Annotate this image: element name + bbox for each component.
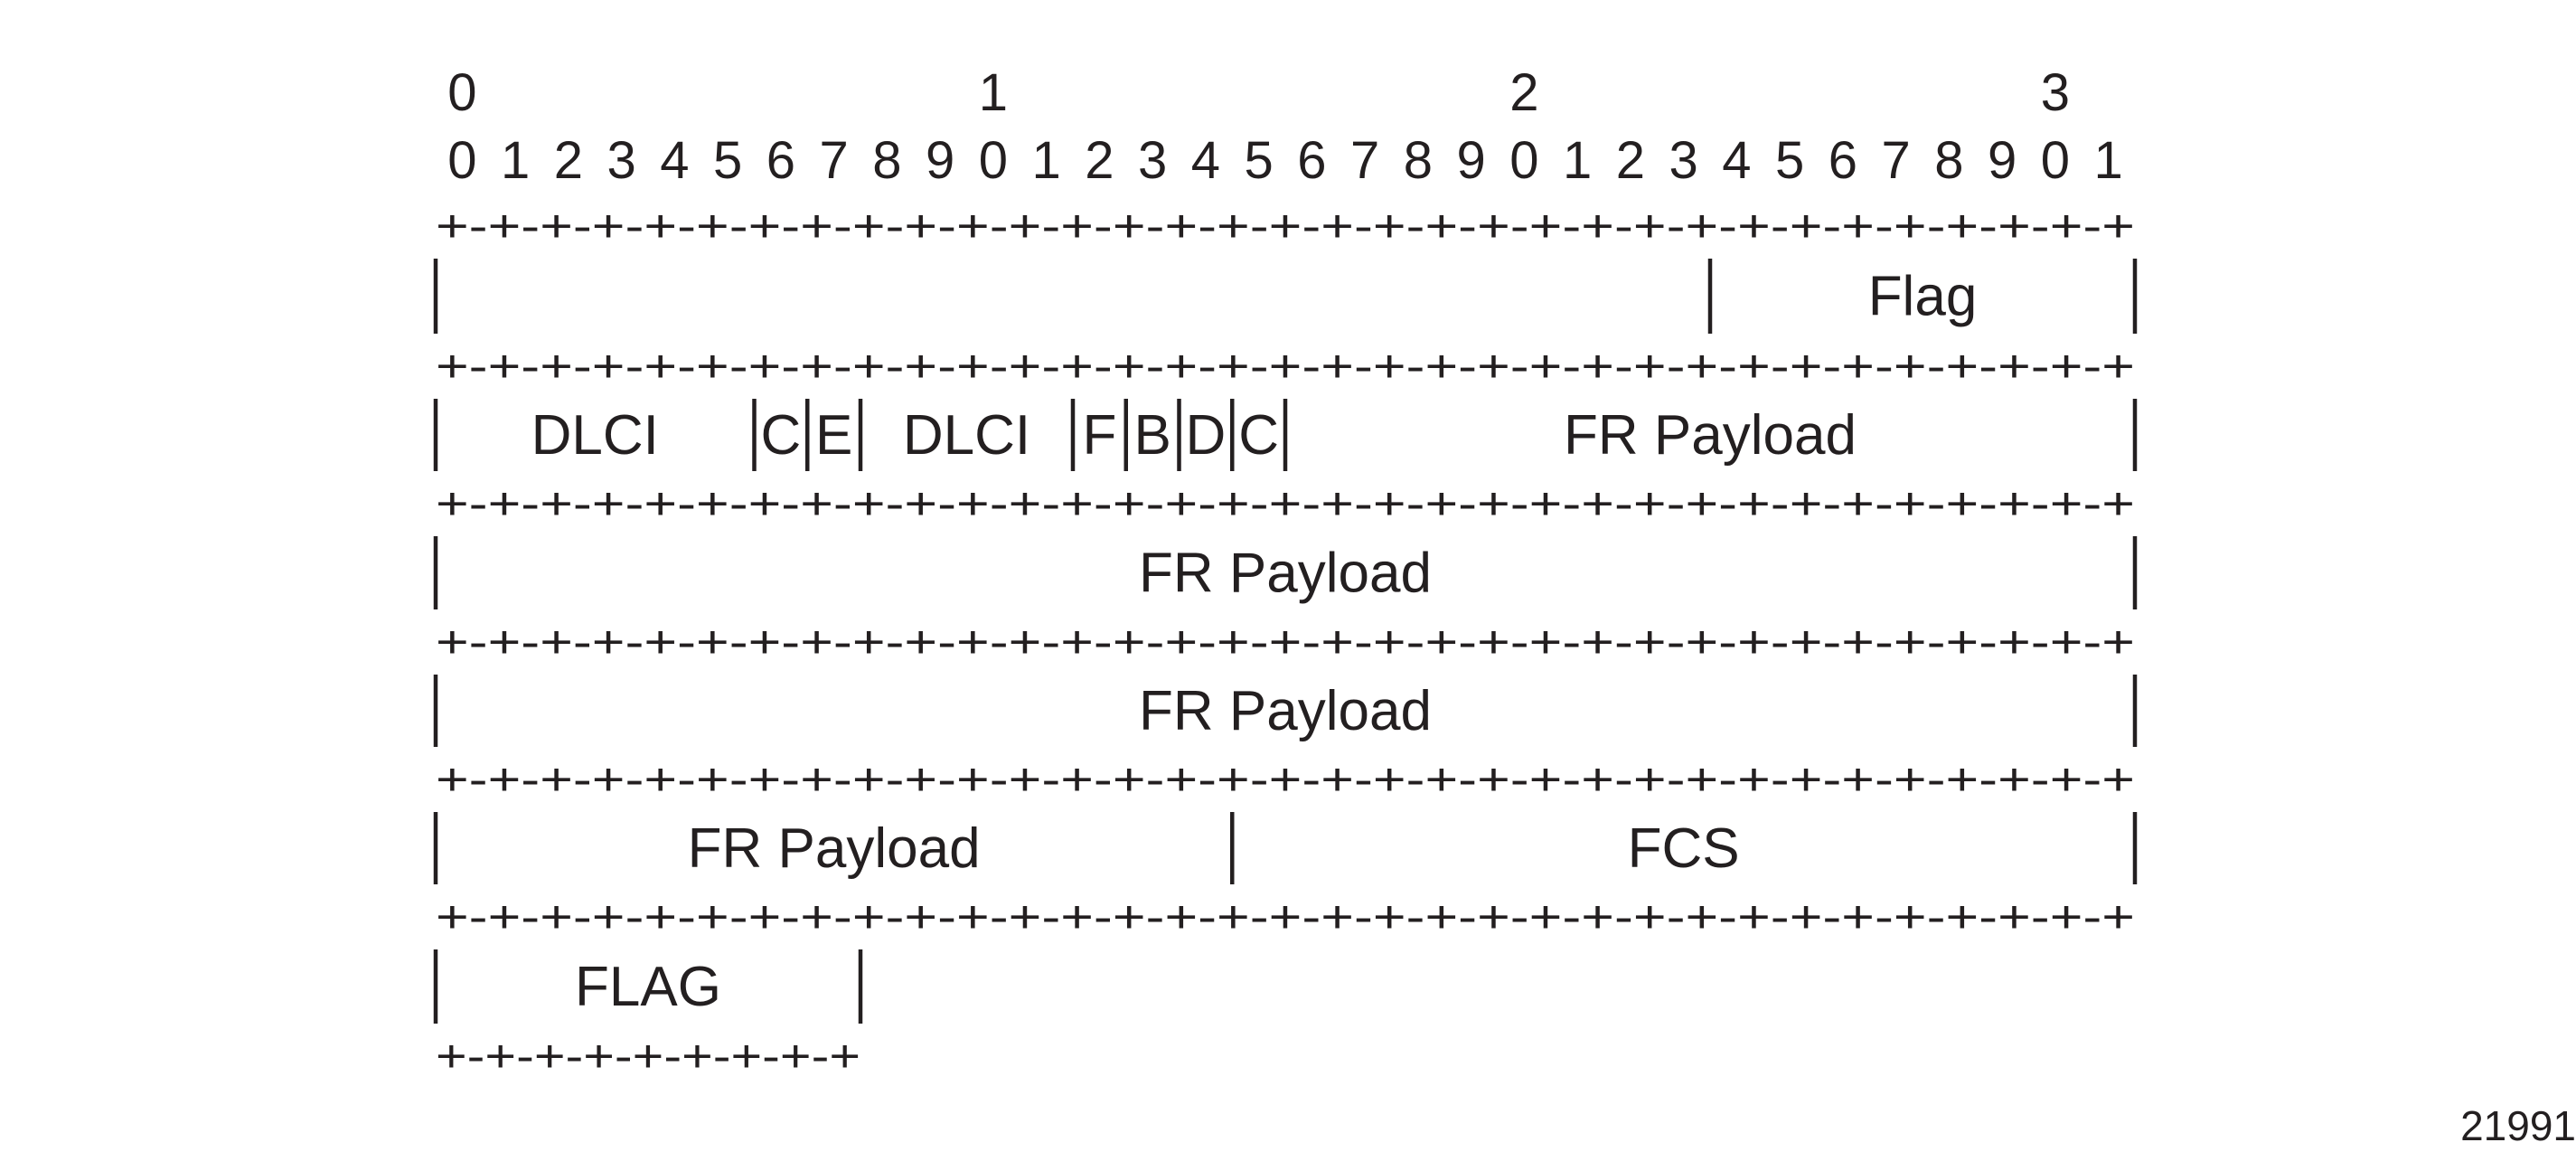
bit-ruler-units-digit: 9 xyxy=(1988,131,2017,190)
row-border: +-+-+-+-+-+-+-+-+ xyxy=(436,1031,860,1081)
bit-ruler-units-digit: 2 xyxy=(1085,131,1114,190)
field-label: FR Payload xyxy=(1139,543,1432,605)
row-border: +-+-+-+-+-+-+-+-+-+-+-+-+-+-+-+-+-+-+-+-… xyxy=(436,201,2135,251)
field-label: Flag xyxy=(1868,266,1978,328)
bit-ruler-units-digit: 0 xyxy=(447,131,476,190)
bit-ruler-units-digit: 2 xyxy=(1616,131,1645,190)
row-border: +-+-+-+-+-+-+-+-+-+-+-+-+-+-+-+-+-+-+-+-… xyxy=(436,892,2135,942)
field-label: FLAG xyxy=(575,956,721,1018)
row-border: +-+-+-+-+-+-+-+-+-+-+-+-+-+-+-+-+-+-+-+-… xyxy=(436,754,2135,805)
bit-ruler-tens-digit: 1 xyxy=(979,63,1008,122)
bit-ruler-tens-digit: 0 xyxy=(447,63,476,122)
bit-ruler-units-digit: 0 xyxy=(979,131,1008,190)
bit-ruler-units-digit: 8 xyxy=(1404,131,1433,190)
bit-ruler-units-digit: 4 xyxy=(1191,131,1220,190)
bit-ruler-units-digit: 9 xyxy=(926,131,954,190)
bit-ruler-units-digit: 7 xyxy=(819,131,848,190)
field-label: DLCI xyxy=(903,404,1030,467)
field-label: B xyxy=(1133,404,1170,467)
field-label: C xyxy=(1238,404,1279,467)
field-label: FR Payload xyxy=(1139,680,1432,742)
bit-ruler-tens-digit: 2 xyxy=(1509,63,1538,122)
bit-ruler-units-digit: 8 xyxy=(1934,131,1963,190)
field-label: FCS xyxy=(1628,817,1740,880)
bit-ruler-units-digit: 7 xyxy=(1881,131,1910,190)
row-border: +-+-+-+-+-+-+-+-+-+-+-+-+-+-+-+-+-+-+-+-… xyxy=(436,478,2135,529)
bit-ruler-units-digit: 6 xyxy=(766,131,795,190)
field-label: D xyxy=(1185,404,1226,467)
bit-ruler-units-digit: 5 xyxy=(1244,131,1273,190)
bit-ruler-units-digit: 0 xyxy=(1509,131,1538,190)
bit-ruler-units-digit: 5 xyxy=(1775,131,1804,190)
field-label: F xyxy=(1082,404,1116,467)
bit-ruler-units-digit: 2 xyxy=(554,131,583,190)
bit-ruler-units-digit: 6 xyxy=(1829,131,1857,190)
bit-ruler-units-digit: 3 xyxy=(606,131,635,190)
bit-ruler-units-digit: 8 xyxy=(872,131,901,190)
bit-ruler-units-digit: 5 xyxy=(713,131,742,190)
field-label: E xyxy=(815,404,852,467)
bit-ruler-units-digit: 3 xyxy=(1669,131,1697,190)
bit-ruler-units-digit: 4 xyxy=(1722,131,1751,190)
row-border: +-+-+-+-+-+-+-+-+-+-+-+-+-+-+-+-+-+-+-+-… xyxy=(436,341,2135,392)
field-label: DLCI xyxy=(531,404,659,467)
bit-ruler-units-digit: 0 xyxy=(2041,131,2070,190)
field-label: FR Payload xyxy=(1564,404,1857,467)
bit-ruler-units-digit: 1 xyxy=(2093,131,2122,190)
bit-ruler-units-digit: 9 xyxy=(1456,131,1485,190)
bit-ruler-units-digit: 3 xyxy=(1138,131,1167,190)
bit-ruler-units-digit: 7 xyxy=(1350,131,1379,190)
bit-ruler-units-digit: 1 xyxy=(1563,131,1592,190)
bit-ruler-units-digit: 1 xyxy=(1031,131,1060,190)
row-border: +-+-+-+-+-+-+-+-+-+-+-+-+-+-+-+-+-+-+-+-… xyxy=(436,617,2135,667)
field-label: C xyxy=(760,404,801,467)
bit-ruler-tens-digit: 3 xyxy=(2041,63,2070,122)
field-label: FR Payload xyxy=(688,817,981,880)
bit-ruler-units-digit: 6 xyxy=(1297,131,1326,190)
bit-ruler-units-digit: 4 xyxy=(660,131,689,190)
figure-id: 21991 xyxy=(2460,1102,2576,1149)
bit-ruler-units-digit: 1 xyxy=(501,131,530,190)
